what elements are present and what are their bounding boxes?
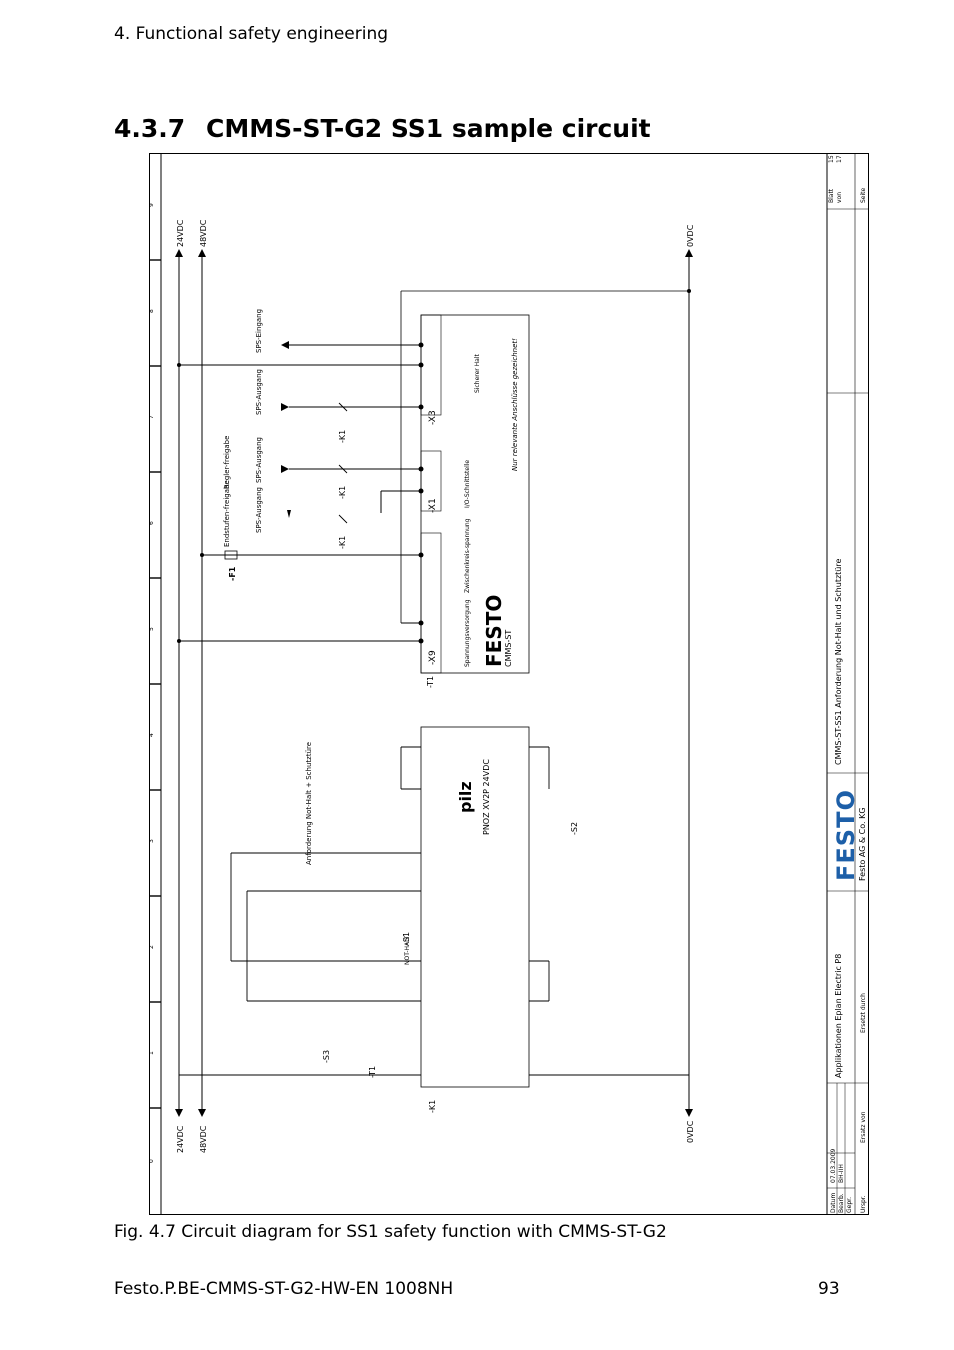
label-note: Nur relevante Anschlüsse gezeichnet! <box>511 338 519 471</box>
tb-company: Festo AG & Co. KG <box>858 807 867 881</box>
section-heading: 4.3.7 CMMS-ST-G2 SS1 sample circuit <box>114 114 651 143</box>
label-anforderung: Anforderung Not-Halt + Schutztüre <box>305 742 313 865</box>
tb-drawing-title: CMMS-ST-SS1 Anforderung Not-Halt und Sch… <box>834 559 843 765</box>
rail-label-0vdc-bottom: 0VDC <box>686 1120 695 1143</box>
label-spannungsversorgung: Spannungsversorgung <box>464 599 471 667</box>
label-k1-pnoz: -K1 <box>428 1100 437 1113</box>
zone-number-2: 2 <box>149 945 155 949</box>
footer-doc-id: Festo.P.BE-CMMS-ST-G2-HW-EN 1008NH <box>114 1279 454 1299</box>
label-k1-contact-3: -K1 <box>338 536 347 549</box>
pnoz-model: PNOZ XV2P 24VDC <box>482 759 491 835</box>
rail-label-24vdc-bottom: 24VDC <box>176 1125 185 1153</box>
tb-urspr-label: Urspr. <box>860 1195 867 1213</box>
circuit-diagram-svg: 0 1 2 3 4 5 6 7 8 9 Datum 07.03.2009 Bea… <box>149 153 869 1215</box>
label-t1: -T1 <box>426 676 435 688</box>
label-sps-ausgang-1: SPS-Ausgang <box>255 369 263 415</box>
rail-label-24vdc-top: 24VDC <box>176 219 185 247</box>
section-number: 4.3.7 <box>114 114 186 143</box>
label-f1: -F1 <box>228 566 237 581</box>
zone-number-3: 3 <box>149 839 155 843</box>
pnoz-pilz-logo: pilz <box>456 781 475 813</box>
label-t1-pnoz: -T1 <box>368 1066 377 1078</box>
fuse-f1 <box>224 550 238 560</box>
x9-connector <box>420 532 442 674</box>
label-s1: -S1 <box>402 932 411 945</box>
zone-number-6: 6 <box>149 521 155 525</box>
label-regler-freigabe: Regler-freigabe <box>223 436 231 489</box>
label-x9: -X9 <box>428 650 438 665</box>
rail-label-48vdc-bottom: 48VDC <box>199 1125 208 1153</box>
cmms-festo-logo: FESTO <box>482 595 506 667</box>
label-sicherer-halt: Sicherer Halt <box>474 353 481 393</box>
tb-date: 07.03.2009 <box>830 1148 837 1183</box>
zone-ticks <box>149 259 161 1109</box>
label-x1: -X1 <box>428 498 438 513</box>
label-zwischenkreis: Zwischenkreis-spannung <box>464 518 471 593</box>
zone-number-9: 9 <box>149 203 155 207</box>
tb-date-label: Datum <box>830 1193 837 1213</box>
cmms-model: CMMS-ST <box>504 630 513 667</box>
zone-number-7: 7 <box>149 415 155 419</box>
tb-seite-label: Seite <box>860 187 867 203</box>
tb-project: Applikationen Eplan Electric P8 <box>834 954 843 1078</box>
label-io-schnittstelle: I/O-Schnittstelle <box>464 460 471 508</box>
zone-number-0: 0 <box>149 1159 155 1163</box>
figure-caption: Fig. 4.7 Circuit diagram for SS1 safety … <box>114 1222 667 1242</box>
label-sps-ausgang-2: SPS-Ausgang <box>255 437 263 483</box>
zone-numbers: 0 1 2 3 4 5 6 7 8 9 <box>149 203 155 1163</box>
x3-connector <box>420 314 442 416</box>
tb-ersetzt-von: Ersatz von <box>860 1111 867 1143</box>
pnoz-block <box>420 726 530 1088</box>
rail-label-0vdc-top: 0VDC <box>686 224 695 247</box>
label-endstufen-freigabe: Endstufen-freigabe <box>223 480 231 547</box>
tb-blatt: 15 <box>828 155 835 163</box>
tb-bearb-label: Bearb. <box>838 1193 845 1213</box>
footer-page-number: 93 <box>818 1279 840 1299</box>
x1-connector <box>420 450 442 512</box>
page-header: 4. Functional safety engineering <box>114 24 389 44</box>
zone-number-1: 1 <box>149 1051 155 1055</box>
zone-number-8: 8 <box>149 309 155 313</box>
zone-number-5: 5 <box>149 627 155 631</box>
label-nothalt: NOT-HALT <box>404 935 411 965</box>
rail-arrows <box>175 249 693 1117</box>
label-x3: -X3 <box>428 410 438 425</box>
tb-festo-logo: FESTO <box>832 789 860 881</box>
tb-ersetzt-durch: Ersetzt durch <box>860 993 867 1033</box>
tb-bearb: BH-IIH <box>838 1164 845 1183</box>
label-k1-contact-1: -K1 <box>338 430 347 443</box>
tb-blatt-label: Blatt <box>828 188 835 203</box>
label-k1-contact-2: -K1 <box>338 486 347 499</box>
circuit-diagram: 0 1 2 3 4 5 6 7 8 9 Datum 07.03.2009 Bea… <box>149 153 869 1215</box>
rail-label-48vdc-top: 48VDC <box>199 219 208 247</box>
label-sps-eingang: SPS-Eingang <box>255 309 263 353</box>
label-sps-ausgang-3: SPS-Ausgang <box>255 487 263 533</box>
section-title: CMMS-ST-G2 SS1 sample circuit <box>206 114 651 143</box>
tb-gepr-label: Gepr. <box>846 1197 853 1213</box>
label-s3: -S3 <box>322 1050 331 1063</box>
tb-von-label: von <box>836 192 843 203</box>
zone-number-4: 4 <box>149 733 155 737</box>
label-s2: -S2 <box>570 822 579 835</box>
tb-von: 17 <box>836 155 843 163</box>
